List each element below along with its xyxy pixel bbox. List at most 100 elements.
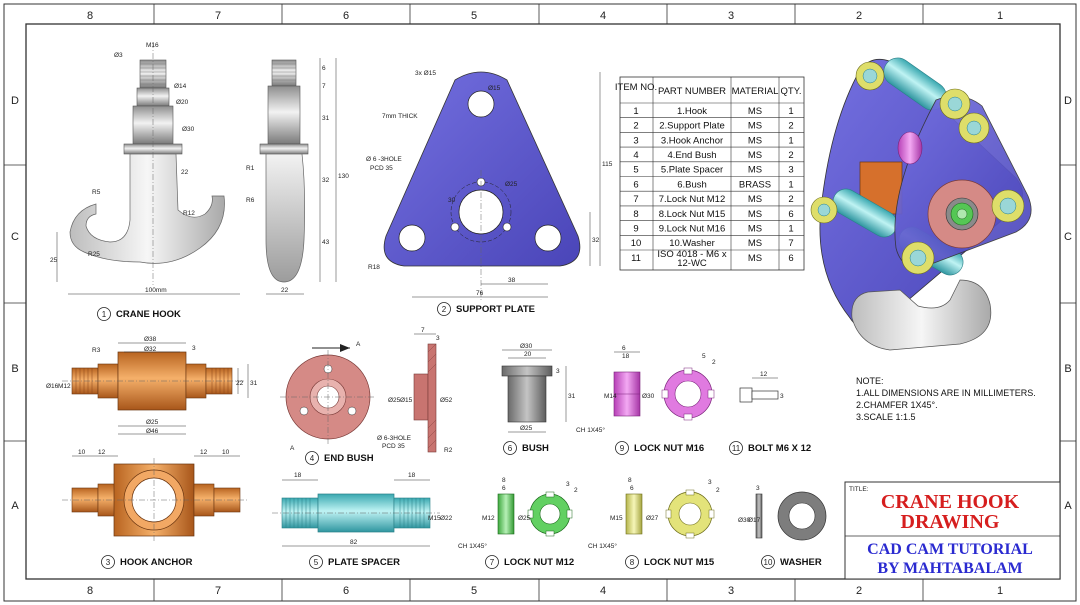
plate-dim-holes: 3x Ø15 — [415, 70, 436, 77]
support-plate-label: SUPPORT PLATE — [456, 304, 535, 315]
lock-nut-m15-label: LOCK NUT M15 — [644, 557, 715, 568]
crane-hook-side-view: 6 7 31 32 43 130 R1 R6 22 — [246, 58, 349, 295]
table-cell: MS — [748, 194, 762, 205]
anchor-dim-31: 31 — [250, 380, 258, 387]
table-cell: 2 — [788, 194, 793, 205]
zone-col-6: 3 — [728, 10, 734, 22]
hook-anchor-top-view: 10 12 12 10 3 HOOK ANCHOR — [62, 449, 248, 569]
anchor-top-dim-10a: 10 — [78, 449, 86, 456]
plate-small-hole-2 — [450, 222, 460, 232]
plate-dim-30: 30 — [448, 197, 456, 204]
table-cell: 9.Lock Nut M16 — [659, 223, 726, 234]
hook-dim-r5: R5 — [92, 189, 101, 196]
zone-col-8: 1 — [997, 10, 1003, 22]
table-cell: 7 — [788, 238, 793, 249]
zone-row-c: C — [11, 231, 19, 243]
table-header-qty: QTY. — [781, 86, 802, 97]
table-cell: 1 — [788, 179, 793, 190]
plate-spacer-label: PLATE SPACER — [328, 557, 400, 568]
lock-nut-m15-view: 8 6 M15 Ø27 3 2 CH 1X45° 8 LOCK NUT M15 — [588, 477, 720, 569]
side-shank — [267, 85, 301, 145]
table-cell: 4.End Bush — [667, 150, 716, 161]
note-line-2: 2.CHAMFER 1X45°. — [856, 400, 938, 410]
assembly-hook — [851, 279, 992, 351]
zone-col-7: 2 — [856, 10, 862, 22]
table-row: 7 7.Lock Nut M12 MS 2 — [633, 194, 793, 205]
table-cell: 11 — [631, 253, 641, 264]
balloon-5-num: 5 — [314, 558, 319, 567]
zone-ticks — [4, 4, 1076, 601]
end-bush-view: A A 7 3 Ø25 Ø15 Ø52 Ø 6-3HOLE PCD 35 R2 … — [280, 327, 453, 465]
side-dim-43: 43 — [322, 239, 330, 246]
end-bush-label: END BUSH — [324, 453, 374, 464]
end-bush-dim-r2: R2 — [444, 447, 453, 454]
side-dim-31: 31 — [322, 115, 330, 122]
bolt-shank — [751, 390, 779, 400]
zone-row-b: B — [11, 363, 18, 375]
bush-dim-3: 3 — [556, 368, 560, 375]
washer-dim-3: 3 — [756, 485, 760, 492]
side-thread — [271, 59, 297, 87]
m12-dim-3: 3 — [566, 481, 570, 488]
table-cell: 1 — [788, 106, 793, 117]
table-cell: BRASS — [739, 179, 771, 190]
note-line-1: 1.ALL DIMENSIONS ARE IN MILLIMETERS. — [856, 388, 1036, 398]
m12-dim-2: 2 — [574, 487, 578, 494]
zone-col-2b: 7 — [215, 585, 221, 597]
hook-body — [69, 153, 225, 264]
table-cell: 6 — [633, 179, 638, 190]
table-cell: MS — [748, 135, 762, 146]
m16-dim-d30: Ø30 — [642, 393, 655, 400]
bolt-view: 12 3 11 BOLT M6 X 12 — [729, 371, 811, 455]
balloon-6 — [503, 441, 517, 455]
zone-col-3: 6 — [343, 10, 349, 22]
m12-dim-6: 6 — [502, 485, 506, 492]
plate-hole-right — [534, 224, 562, 252]
balloon-4 — [305, 451, 319, 465]
table-cell: 5.Plate Spacer — [661, 165, 723, 176]
hook-anchor-side-view: R3 Ø38 Ø32 3 Ø16 M12 22 31 Ø25 Ø46 — [46, 336, 258, 435]
end-bush-section-a-top: A — [356, 341, 361, 348]
anchor-dim-d16: Ø16 — [46, 383, 59, 390]
table-cell: 7.Lock Nut M12 — [659, 194, 726, 205]
zone-row-d-r: D — [1064, 95, 1072, 107]
m12-dim-d25: Ø25 — [518, 515, 531, 522]
zone-col-1: 8 — [87, 10, 93, 22]
anchor-dim-d46: Ø46 — [146, 428, 159, 435]
title-block: TITLE: CRANE HOOK DRAWING CAD CAM TUTORI… — [844, 481, 1061, 580]
m16-dim-2: 2 — [712, 359, 716, 366]
balloon-6-num: 6 — [508, 444, 513, 453]
crane-hook-front-view: 100mm M16 Ø3 Ø14 Ø20 Ø30 22 R5 R12 R25 2… — [50, 42, 240, 321]
washer-side — [755, 493, 763, 539]
bolt-dim-12: 12 — [760, 371, 768, 378]
zone-labels-right: D C B A — [1064, 95, 1072, 512]
m15-dim-ch: CH 1X45° — [588, 542, 617, 550]
anchor-dim-d32: Ø32 — [144, 346, 157, 353]
zone-row-a: A — [11, 500, 19, 512]
side-dim-r6: R6 — [246, 197, 255, 204]
zone-row-c-r: C — [1064, 231, 1072, 243]
washer-dim-d17: Ø17 — [748, 517, 761, 524]
plate-hole-left — [398, 224, 426, 252]
table-cell: 2.Support Plate — [659, 121, 725, 132]
washer-view: 3 Ø30 Ø17 10 WASHER — [738, 485, 827, 569]
m15-dim-3: 3 — [708, 479, 712, 486]
bush-dim-d30: Ø30 — [520, 343, 533, 350]
hook-anchor-label: HOOK ANCHOR — [120, 557, 193, 568]
m16-dim-6: 6 — [622, 345, 626, 352]
table-cell: MS — [748, 121, 762, 132]
balloon-7-num: 7 — [490, 558, 495, 567]
table-cell: MS — [748, 165, 762, 176]
table-cell: 7 — [633, 194, 638, 205]
m12-dim-ch: CH 1X45° — [458, 542, 487, 550]
balloon-1 — [97, 307, 111, 321]
anchor-dim-d25: Ø25 — [146, 419, 159, 426]
anchor-dim-r3: R3 — [92, 347, 101, 354]
side-dim-32: 32 — [322, 177, 330, 184]
zone-col-4: 5 — [471, 10, 477, 22]
table-cell: MS — [748, 223, 762, 234]
